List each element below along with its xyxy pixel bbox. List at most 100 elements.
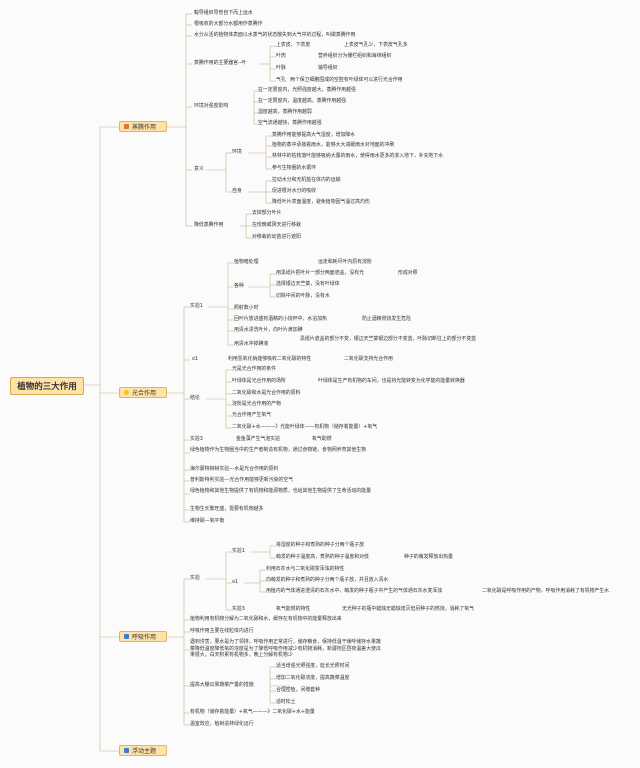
topic-node[interactable]: 在一定限度内，温度越高，蒸腾作用越强 [258,98,347,104]
topic-node[interactable]: 将湿度的种子和煮熟的种子分两个瓶子放 [276,542,365,548]
tools-icon [124,124,129,129]
topic-node[interactable]: 维持碳—氧平衡 [190,518,225,524]
branch-label: 光合作用 [132,390,157,397]
topic-node[interactable]: 降低蒸腾作用 [194,222,224,228]
topic-node[interactable]: 呼吸作用主要在线粒体内进行 [190,628,254,634]
topic-node[interactable]: 金鱼藻产生气泡实验 [236,436,281,442]
topic-node[interactable]: 水分从活的植物体表面以水蒸气的状态散失到大气中的过程，叫做蒸腾作用 [194,32,356,38]
branch-photosynthesis[interactable]: 光合作用 [119,387,167,398]
topic-node[interactable]: o1 [232,579,239,585]
topic-node[interactable]: o1 [192,356,199,362]
topic-node[interactable]: 对移栽的幼苗进行遮阳 [252,234,301,240]
topic-node[interactable]: 用清水冲掉碘液 [234,341,269,347]
topic-node[interactable]: 实验 [190,575,200,581]
topic-node[interactable]: 普利斯特利实验---光合作用能够更新污染的空气 [190,477,294,483]
topic-node[interactable]: 遇到涝害，要水是为了领排，呼吸作用正常进行，储存粮食，保持低温干燥呼储存水果蔬菜… [190,639,381,659]
branch-transpiration[interactable]: 蒸腾作用 [119,121,167,132]
topic-node[interactable]: 绿色植物作为生物圈当中的生产者制造有机物，通过食物链，食物网养育其他生物 [190,447,367,453]
branch-floating-topic[interactable]: 浮动主题 [119,745,167,756]
topic-node[interactable]: 实验3 [190,436,203,442]
topic-node[interactable]: 输导组织 [318,65,338,71]
topic-node[interactable]: 环境对强度影响 [194,103,229,109]
topic-node[interactable]: 有机物（储存着能量）+氧气———》二氧化碳+水+能量 [190,709,315,715]
topic-node[interactable]: 叶绿体是光合作用的场所 [232,378,286,384]
topic-node[interactable]: 上表皮、下表皮 [276,42,311,48]
topic-node[interactable]: 氧气助燃 [312,436,332,442]
root-topic[interactable]: 植物的三大作用 [10,377,84,395]
topic-node[interactable]: 运走和耗尽叶内原有淀粉 [318,259,372,265]
branch-label: 蒸腾作用 [132,124,157,131]
sun-icon [124,390,129,395]
topic-node[interactable]: 二氧化碳+水———》光能叶绿体——有机物（储存着能量）+氧气 [232,424,378,430]
branch-respiration[interactable]: 呼吸作用 [119,631,167,642]
topic-node[interactable]: 去掉部分叶片 [252,210,282,216]
topic-node[interactable]: 环境 [232,149,242,155]
topic-node[interactable]: 营养组织分为栅栏组织和海绵组织 [318,53,392,59]
topic-node[interactable]: 种子的萌发释放出热量 [404,554,453,560]
topic-node[interactable]: 自身 [232,188,242,194]
topic-node[interactable]: 增加二氧化碳浓度，提高蔬菜温度 [276,675,350,681]
topic-node[interactable]: 照射数小时 [234,305,259,311]
topic-node[interactable]: 二氧化碳支持光合作用 [344,356,393,362]
topic-node[interactable]: 蒸腾作用能够提高大气湿度，增加降水 [272,132,356,138]
topic-node[interactable]: 在傍晚或阴天进行移栽 [252,222,301,228]
topic-node[interactable]: 上表皮气孔少，下表皮气孔多 [344,42,408,48]
topic-node[interactable]: 二氧化碳是呼吸作用的产物，呼吸作用消耗了有机物产生水 [482,588,610,594]
topic-node[interactable]: 淀粉是光合作用的产物 [232,401,281,407]
topic-node[interactable]: 实验1 [232,548,245,554]
topic-node[interactable]: 植物的蒸中承接着雨水，能够大大减缓雨水对地面的冲刷 [272,142,395,148]
topic-node[interactable]: 防止酒精燃烧发生危险 [362,316,411,322]
topic-node[interactable]: 降低叶片表面温度，避免植物因气温过高灼伤 [272,199,370,205]
topic-node[interactable]: 生物生长繁旺盛，需要有机物越多 [190,506,264,512]
topic-node[interactable]: 适当增强光照强度，延长光照时间 [276,663,350,669]
square-icon [124,748,129,753]
topic-node[interactable]: 黑纸片遮盖的部分不变，银边天竺葵银边部分不变蓝，叶脉切断往上的部分不变蓝 [300,336,477,342]
topic-node[interactable]: 植物利用有机物分解为二氧化碳和水，缓存在有机物中的能量释放出来 [190,616,342,622]
topic-node[interactable]: 实验3 [232,606,245,612]
topic-node[interactable]: 气孔 [276,77,286,83]
topic-node[interactable]: 绿色植物和其他生物提供了有机物和能源物质，也给其他生物提供了生命活动的能量 [190,488,371,494]
topic-node[interactable]: 林林中的枯枝落叶能够吸纳大量的雨水，使得雨水更多的渗入地下，补充地下水 [272,153,444,159]
topic-node[interactable]: 两个保卫细胞围成的空腔有叶绿体可以进行光合作用 [290,77,403,83]
topic-node[interactable]: 利用氢氧化钠能够吸收二氧化碳的特性 [228,356,312,362]
topic-node[interactable]: 提高大棚瓜果蔬菜产量的措施 [190,682,254,688]
topic-node[interactable]: 蒸腾作用的主要器官--叶 [194,60,247,66]
topic-node[interactable]: 叶肉 [276,53,286,59]
topic-node[interactable]: 用植内的气体通进澄清的石灰水中，萌发的种子瓶子中产生的气体通石灰水变浑浊 [266,588,443,594]
topic-node[interactable]: 空气流通越快，蒸腾作用越强 [258,120,322,126]
topic-node[interactable]: 向萌发的种子和煮熟的种子分两个瓶子放，并且放入清水 [266,577,389,583]
topic-node[interactable]: 结论 [190,395,200,401]
topic-node[interactable]: 叶脉 [276,65,286,71]
topic-node[interactable]: 叶绿体是生产有机物的车间，也是将光能转变为化学能的能量转换器 [318,378,465,384]
square-icon [124,634,129,639]
topic-node[interactable]: 二氧化碳和水是光合作用的原料 [232,390,301,396]
topic-node[interactable]: 光是光合作用的条件 [232,366,277,372]
branch-label: 浮动主题 [132,748,157,755]
topic-node[interactable]: 用黑纸片把叶片一部分两面遮盖，没有光 [276,270,365,276]
topic-node[interactable]: 选择银边天竺葵，没有叶绿体 [276,281,340,287]
topic-node[interactable]: 形成对照 [398,270,418,276]
topic-node[interactable]: 实验1 [190,303,203,309]
topic-node[interactable]: 参与生物圈的水循环 [272,165,317,171]
topic-node[interactable]: 湿度越高，蒸腾作用越弱 [258,109,312,115]
topic-node[interactable]: 促进根对水分的吸收 [272,188,317,194]
topic-node[interactable]: 植物暗处理 [234,259,259,265]
topic-node[interactable]: 根吸收的大部分水都用作蒸腾作 [194,21,263,27]
topic-node[interactable]: 海尔蒙特柳树实验---水是光合作用的原料 [190,466,279,472]
topic-node[interactable]: 各种 [234,283,244,289]
topic-node[interactable]: 合理密植，间缴套种 [276,687,321,693]
topic-node[interactable]: 光合作用产生氧气 [232,412,272,418]
topic-node[interactable]: 温室效应，植树造林绿化运行 [190,721,254,727]
topic-node[interactable]: 利用石灰水与二氧化碳变浑浊的特性 [266,566,345,572]
topic-node[interactable]: 用清水漂洗叶片，向叶片滴加碘 [234,327,303,333]
topic-node[interactable]: 意义 [194,166,204,172]
topic-node[interactable]: 輸导组织导管自下而上运水 [194,10,253,16]
topic-node[interactable]: 氧气能燃的特性 [276,606,311,612]
topic-node[interactable]: 回叶片放进盛有酒精的小烧杯中，水浴加热 [234,316,327,322]
topic-node[interactable]: 萌发的种子温度高，煮熟的种子温度和对低 [276,554,369,560]
topic-node[interactable]: 拉动水分和无机盐在体内的运输 [272,177,341,183]
topic-node[interactable]: 适时松土 [276,699,296,705]
topic-node[interactable]: 切除中间的叶脉，没有水 [276,293,330,299]
topic-node[interactable]: 在一定限度内，光照强度越大，蒸腾作用越强 [258,87,356,93]
topic-node[interactable]: 无光种子的瓶中蜡烛无蜡烛熄灭但另种子的燃烧，消耗了氧气 [342,606,475,612]
